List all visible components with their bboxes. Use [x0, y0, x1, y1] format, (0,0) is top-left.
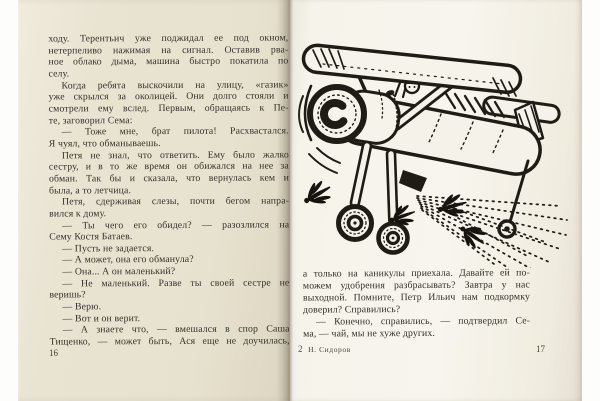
page-number-left: 16 [49, 348, 58, 358]
text-line: обман. Так бы и сказала, что вернулась к… [48, 172, 289, 185]
text-line: Сему Костя Батаев. [49, 231, 133, 243]
text-line: Петя не знал, что ответить. Ему было жал… [61, 149, 289, 162]
text-line: можем удобрения разбрасывать? Завтра у н… [302, 279, 530, 292]
text-line: — Вот и он верит. [62, 312, 141, 325]
text-line: нетерпеливо нажимая на сигнал. Оставив р… [48, 44, 289, 57]
printer-signature: 2 Н. Сидоров [298, 344, 351, 354]
text-line: — Ты чего его обидел? — разозлился на [62, 218, 290, 231]
page-number-right: 17 [536, 344, 545, 354]
text-line: — Она... А он маленький? [62, 266, 176, 278]
page-right: а только на каникулы приехала. Давайте е… [290, 0, 582, 401]
page-left-text: ходу. Терентьич уже поджидал ее под окно… [48, 32, 289, 348]
page-right-text: а только на каникулы приехала. Давайте е… [303, 267, 530, 340]
text-line: выходной. Помните, Петр Ильич нам подкор… [302, 291, 530, 304]
text-line: Тищенко, — может быть, Ася еще не доучил… [49, 335, 290, 348]
text-line: Когда ребята выскочили на улицу, «газик» [61, 79, 289, 92]
fertilizer-spray [416, 195, 568, 268]
text-line: Я чуял, что обманываешь. [48, 137, 161, 150]
text-line: селу. [48, 68, 70, 80]
text-line: — А знаете что, — вмешался в спор Саша [62, 323, 290, 336]
text-line: уже скрылся за околицей. Они долго стоял… [48, 90, 289, 103]
text-line: ходу. Терентьич уже поджидал ее под окно… [48, 32, 289, 45]
text-line: ное облако дыма, машина быстро покатила … [48, 55, 289, 68]
text-line: смотрели ему вслед. Первым, обращаясь к … [48, 102, 289, 115]
propeller-arcs [298, 84, 341, 174]
text-line: — Не маленький. Разве ты своей сестре не [62, 277, 290, 290]
text-line: те, заговорил Сема: [48, 114, 133, 127]
text-line: веришь? [49, 289, 86, 301]
text-line: — А может, она его обманула? [62, 254, 194, 266]
text-line: сестру, и в то же время он обижался на н… [48, 160, 289, 173]
airplane-illustration [298, 43, 568, 268]
signature-author: Н. Сидоров [308, 345, 351, 354]
text-line: а только на каникулы приехала. Давайте е… [302, 267, 530, 280]
text-line: Петя, сдерживая слезы, почти бегом напра… [62, 195, 290, 208]
page-left: ходу. Терентьич уже поджидал ее под окно… [18, 0, 290, 401]
text-line: — Пусть не задается. [62, 242, 155, 255]
text-line: ма, — чай, мы не хуже других. [303, 327, 435, 340]
signature-number: 2 [298, 344, 304, 354]
text-line: — Конечно, справились, — подтвердил Се- [316, 315, 531, 328]
text-line: — Тоже мне, брат пилота! Расхвастался. [61, 125, 289, 138]
text-line: была, а то летчица. [48, 184, 132, 197]
text-line: вился к дому. [49, 208, 107, 220]
text-line: — Верю. [62, 301, 102, 313]
airplane [298, 43, 568, 268]
